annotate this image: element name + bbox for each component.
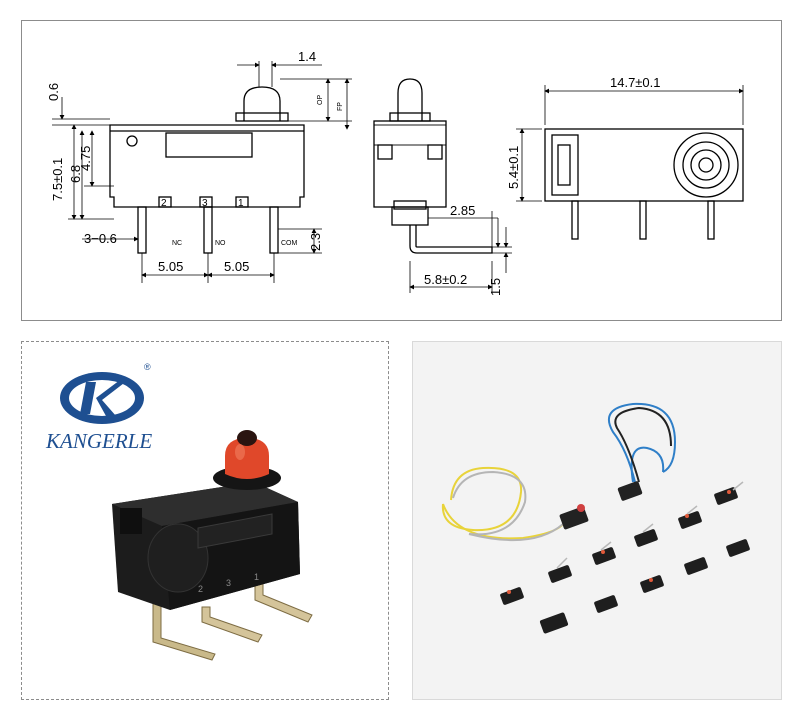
top-pin-1 [571, 200, 579, 240]
product-photo: ® KANGERLE 2 3 1 [45, 362, 313, 661]
product-range-photo [441, 402, 750, 634]
label-com: COM [281, 240, 298, 247]
side-actuator [397, 78, 423, 121]
technical-drawing: 1.4 OP FP 0.6 7.5±0.1 6.8 4.75 2 3 1 3−0… [46, 49, 744, 296]
dim-body-height: 7.5±0.1 [50, 158, 65, 201]
product-photo-panel: ® KANGERLE 2 3 1 [21, 341, 389, 700]
mounting-hole [126, 135, 138, 147]
brand-name: KANGERLE [45, 429, 152, 453]
brand-logo: ® KANGERLE [45, 362, 152, 453]
dim-actuator-height: 0.6 [46, 83, 61, 101]
label-no: NO [215, 240, 226, 247]
front-actuator [243, 86, 281, 121]
dim-pitch-left: 5.05 [158, 259, 183, 274]
pin-nc [137, 206, 147, 254]
dim-top-width: 1.4 [298, 49, 316, 64]
top-pin-2 [639, 200, 647, 240]
product-range-panel [412, 341, 782, 700]
front-body [109, 124, 305, 208]
body-mark-2: 2 [198, 584, 203, 594]
dim-pin-length: 2.3 [308, 233, 323, 251]
dim-fp: FP [337, 102, 344, 111]
dim-pin-end: 1.5 [488, 278, 503, 296]
dim-op: OP [317, 95, 324, 105]
dim-length: 14.7±0.1 [610, 75, 661, 90]
top-pin-3 [707, 200, 715, 240]
registered-mark: ® [144, 362, 151, 372]
technical-drawing-panel: 1.4 OP FP 0.6 7.5±0.1 6.8 4.75 2 3 1 3−0… [21, 20, 782, 321]
dim-pitch-right: 5.05 [224, 259, 249, 274]
pin-number-1: 1 [238, 198, 244, 209]
dim-depth: 5.4±0.1 [506, 146, 521, 189]
dim-bend-offset: 2.85 [450, 203, 475, 218]
dim-mid-height-b: 4.75 [78, 146, 93, 171]
wired-switch-blue [608, 402, 677, 483]
label-nc: NC [172, 240, 182, 247]
switch-photo: 2 3 1 [112, 430, 313, 661]
body-window [165, 132, 253, 158]
pin-number-3: 3 [202, 198, 208, 209]
body-mark-3: 3 [226, 578, 231, 588]
side-body [373, 120, 447, 208]
dim-pin-reach: 5.8±0.2 [424, 272, 467, 287]
pin-com [269, 206, 279, 254]
pin-number-2: 2 [161, 198, 167, 209]
wired-switch-yellow [441, 466, 566, 542]
side-view [373, 78, 512, 293]
pin-no [203, 206, 213, 254]
side-pin [409, 225, 493, 254]
front-actuator-collar [235, 112, 289, 122]
dim-hole-spec: 3−0.6 [84, 231, 117, 246]
top-view [516, 85, 744, 240]
dim-mid-height-a: 6.8 [68, 165, 83, 183]
micro-switch-array [500, 487, 750, 634]
front-view [52, 61, 352, 283]
body-mark-1: 1 [254, 572, 259, 582]
